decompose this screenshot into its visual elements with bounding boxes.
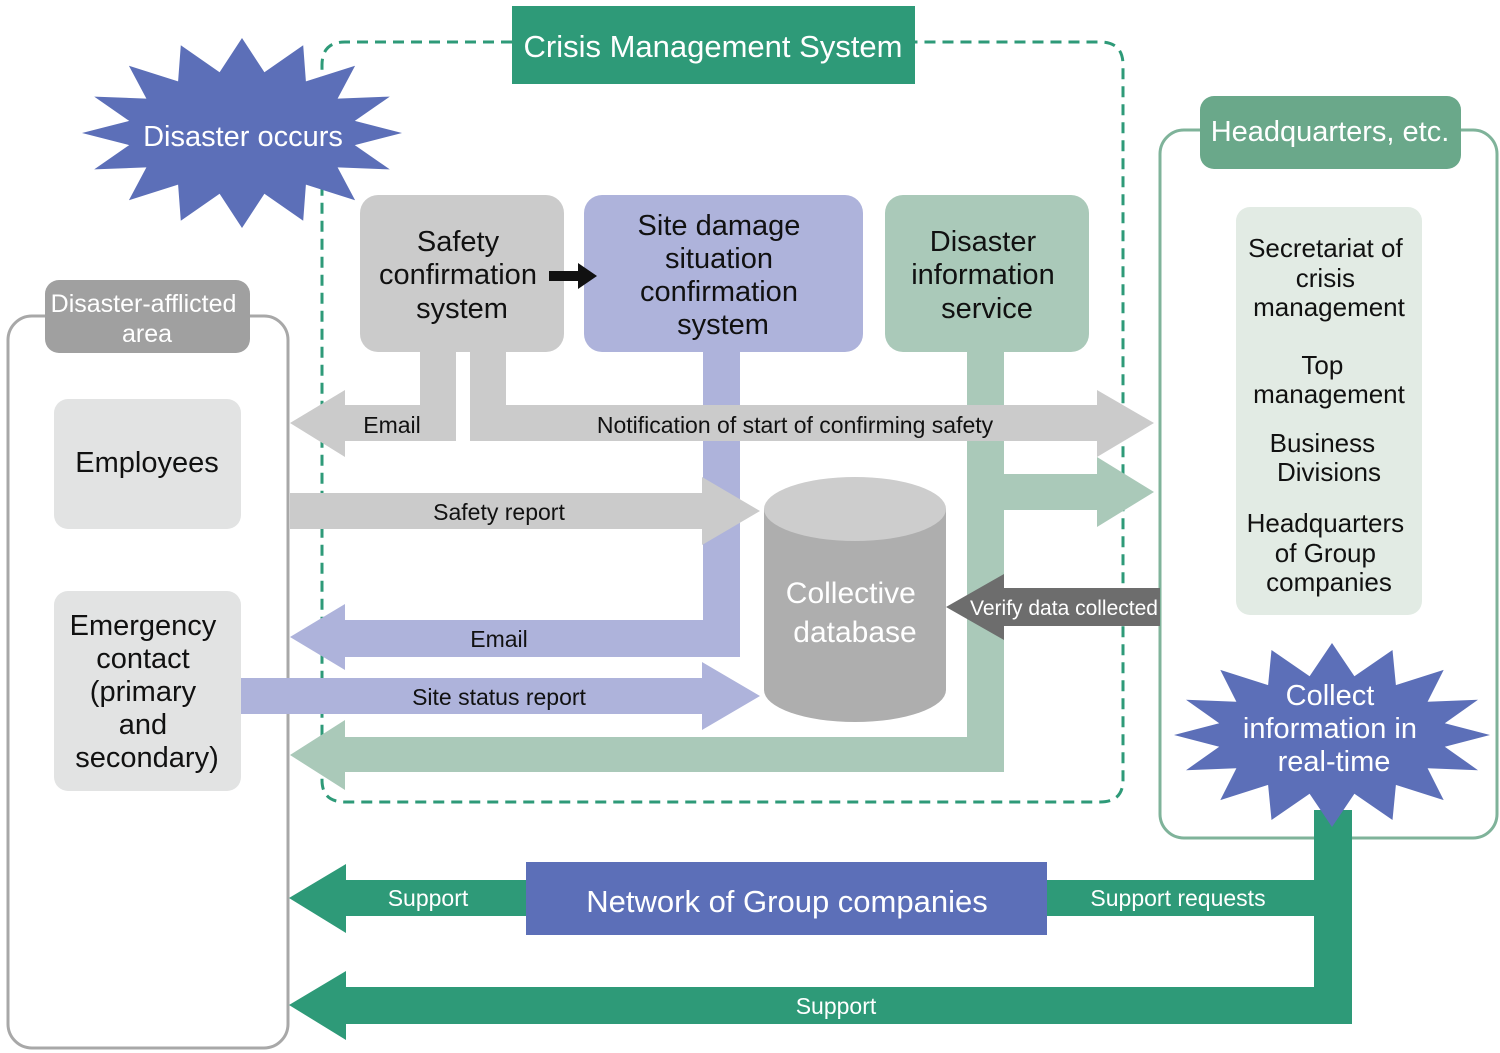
network-box	[526, 862, 1047, 935]
support-bottom-label: Support	[796, 993, 877, 1019]
site-damage-label: Site damage situation confirmation syste…	[638, 210, 809, 341]
emergency-contact-label: Emergency contact (primary and secondary…	[70, 610, 225, 774]
area-title-box	[45, 280, 250, 353]
support-left-label: Support	[388, 885, 469, 911]
hq-title: Headquarters, etc.	[1211, 116, 1450, 148]
disaster-info-to-hq-arrow	[1004, 457, 1154, 527]
hq-member-top-management: Top management	[1253, 350, 1406, 409]
area-title-line: area	[122, 320, 172, 348]
area-title-line: Disaster-afflicted	[51, 290, 237, 318]
disaster-info-box	[885, 195, 1089, 352]
hq-member-secretariat: Secretariat of crisis management	[1248, 233, 1410, 322]
network-label: Network of Group companies	[586, 884, 987, 919]
disaster-info-arrow	[290, 350, 1004, 790]
email-top-label: Email	[363, 412, 421, 438]
verify-arrow	[946, 574, 1160, 640]
site-status-arrow	[240, 662, 760, 730]
employees-label: Employees	[75, 447, 218, 479]
emergency-contact-box	[54, 591, 241, 791]
verify-label: Verify data collected	[970, 597, 1158, 620]
hq-members-box	[1236, 207, 1422, 615]
database-label: Collective database	[786, 577, 924, 649]
collect-label: Collect information in real-time	[1243, 680, 1425, 778]
disaster-burst-icon	[82, 38, 402, 228]
collective-database	[764, 477, 946, 722]
hq-title-box	[1200, 96, 1461, 169]
system-title-box	[512, 6, 915, 84]
area-title: Disaster-afflicted area	[51, 290, 244, 348]
support-bottom-arrow	[289, 810, 1352, 1040]
hq-member-group-hq: Headquarters of Group companies	[1247, 508, 1412, 597]
safety-report-arrow	[290, 477, 760, 545]
hq-member-business-divisions: Business Divisions	[1270, 428, 1383, 487]
employees-box	[54, 399, 241, 529]
collect-burst-icon	[1174, 643, 1490, 827]
email-mid-label: Email	[470, 626, 528, 652]
crisis-system-boundary	[320, 40, 1125, 804]
safety-confirmation-box	[360, 195, 564, 352]
safety-report-label: Safety report	[433, 499, 565, 525]
disaster-label: Disaster occurs	[143, 121, 343, 153]
notification-arrow	[470, 350, 1154, 457]
site-damage-email-arrow	[290, 350, 740, 670]
system-title: Crisis Management System	[523, 29, 902, 64]
site-status-label: Site status report	[412, 684, 586, 710]
support-requests-label: Support requests	[1090, 885, 1265, 911]
disaster-info-label: Disaster information service	[911, 226, 1063, 325]
black-arrow-icon	[549, 263, 597, 289]
notification-label: Notification of start of confirming safe…	[597, 412, 994, 438]
email-top-arrow	[290, 350, 456, 457]
safety-confirmation-label: Safety confirmation system	[379, 226, 545, 325]
site-damage-box	[584, 195, 863, 352]
